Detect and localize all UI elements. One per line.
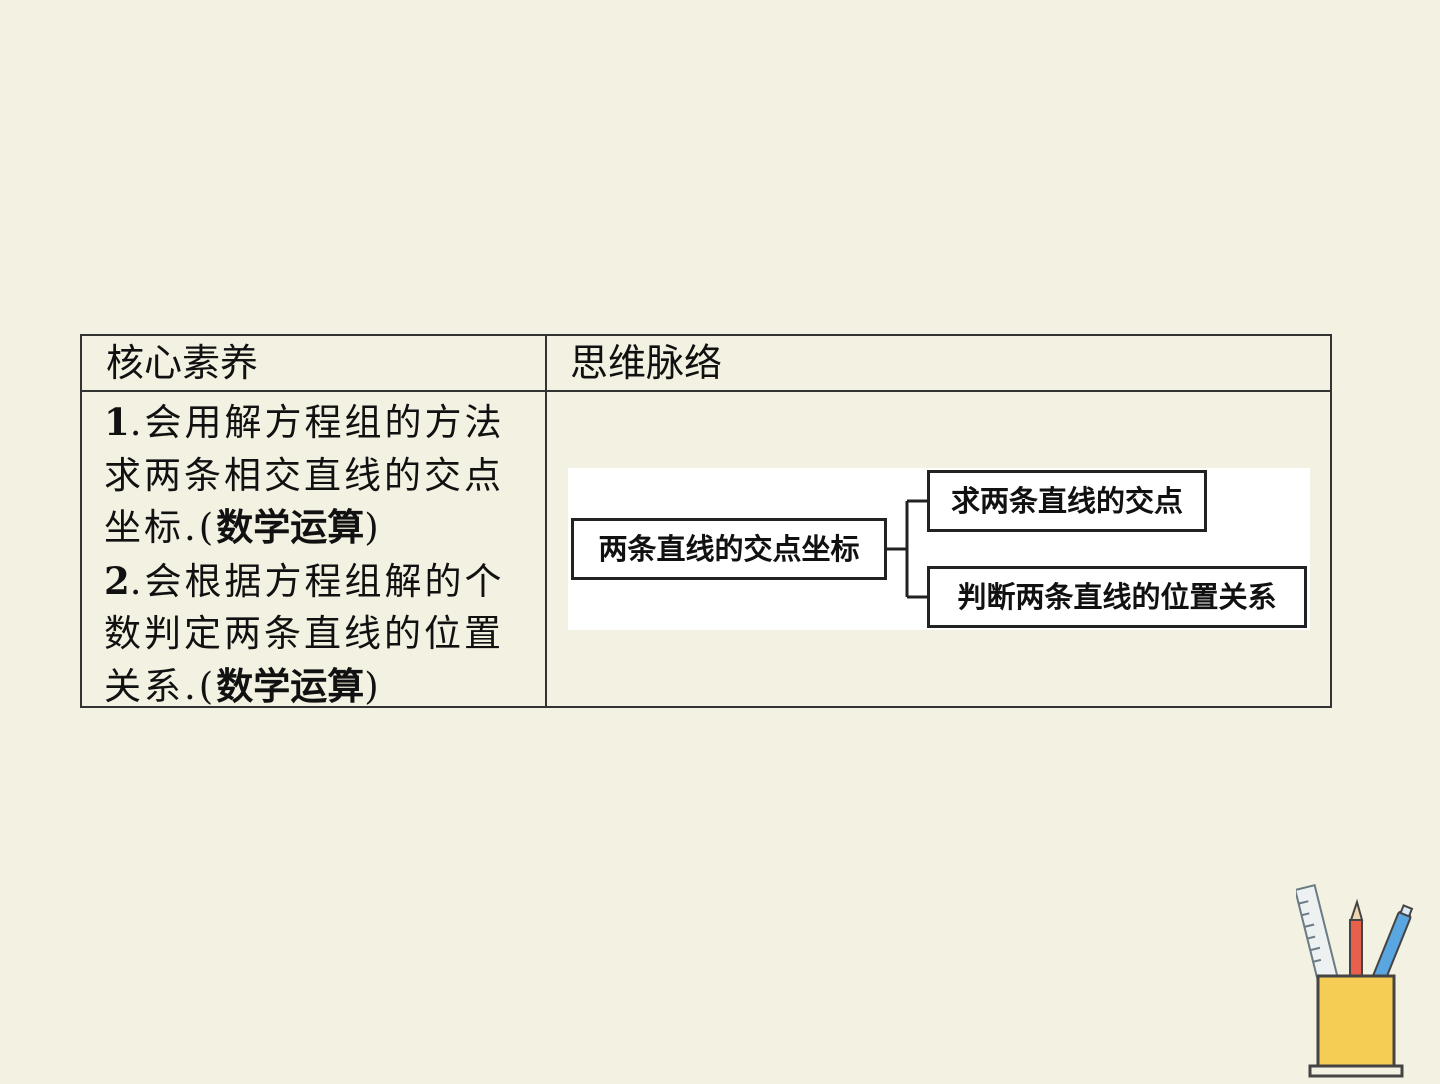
mind-map-child-intersection: 求两条直线的交点 bbox=[927, 470, 1207, 532]
mind-map-root-node: 两条直线的交点坐标 bbox=[571, 518, 887, 580]
core-literacy-table: 核心素养 思维脉络 1.会用解方程组的方法求两条相交直线的交点坐标.(数学运算)… bbox=[80, 334, 1332, 708]
pencil-cup-icon bbox=[1294, 880, 1416, 1080]
column-divider bbox=[545, 336, 547, 706]
mind-map: 两条直线的交点坐标 求两条直线的交点 判断两条直线的位置关系 bbox=[568, 468, 1310, 630]
row-divider bbox=[82, 390, 1330, 392]
literacy-item-2: 2.会根据方程组解的个数判定两条直线的位置关系.(数学运算) bbox=[104, 558, 505, 708]
mind-map-connectors bbox=[887, 499, 927, 599]
literacy-list: 1.会用解方程组的方法求两条相交直线的交点坐标.(数学运算) 2.会根据方程组解… bbox=[104, 396, 528, 713]
mind-map-child-position: 判断两条直线的位置关系 bbox=[927, 566, 1307, 628]
header-thinking-path: 思维脉络 bbox=[570, 341, 723, 385]
header-core-literacy: 核心素养 bbox=[106, 341, 259, 385]
literacy-item-1: 1.会用解方程组的方法求两条相交直线的交点坐标.(数学运算) bbox=[104, 400, 505, 549]
